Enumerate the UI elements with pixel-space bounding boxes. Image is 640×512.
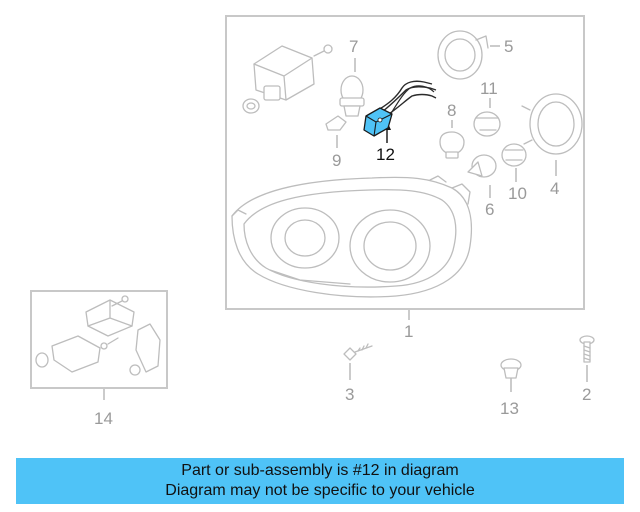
caption-line-2: Diagram may not be specific to your vehi… — [165, 482, 475, 499]
caption-line-1: Part or sub-assembly is #12 in diagram — [181, 462, 459, 479]
bulb-socket-10 — [501, 143, 527, 167]
small-bulb — [439, 131, 465, 159]
callout-14: 14 — [94, 409, 113, 428]
headlamp-housing — [231, 175, 473, 298]
callout-4: 4 — [550, 179, 559, 198]
callout-8: 8 — [447, 101, 456, 120]
callout-12: 12 — [376, 145, 395, 164]
callout-9: 9 — [332, 151, 341, 170]
halogen-bulb — [339, 75, 365, 117]
bracket-kit-box — [30, 290, 168, 389]
screw-2 — [579, 335, 595, 363]
bracket-kit — [35, 295, 161, 376]
callout-13: 13 — [500, 399, 519, 418]
leveling-motor — [242, 44, 333, 114]
screw-3 — [343, 343, 373, 361]
bulb-socket-11 — [473, 111, 501, 137]
callout-10: 10 — [508, 184, 527, 203]
callout-11: 11 — [480, 79, 498, 98]
callout-3: 3 — [345, 385, 354, 404]
clip-9 — [325, 115, 347, 131]
callout-1: 1 — [404, 322, 413, 341]
callout-5: 5 — [504, 37, 513, 56]
bulb-6 — [467, 154, 497, 178]
cover-cap — [437, 30, 489, 80]
callout-labels: 1 2 3 4 5 6 7 8 9 10 11 12 13 14 — [94, 37, 591, 428]
headlamp-assembly-box — [225, 15, 585, 310]
retaining-ring — [521, 93, 583, 155]
callout-2: 2 — [582, 385, 591, 404]
callout-7: 7 — [349, 37, 358, 56]
caption-banner: Part or sub-assembly is #12 in diagram D… — [16, 458, 624, 504]
callout-6: 6 — [485, 200, 494, 219]
wiring-harness-12 — [363, 80, 437, 137]
clip-13 — [500, 358, 522, 379]
